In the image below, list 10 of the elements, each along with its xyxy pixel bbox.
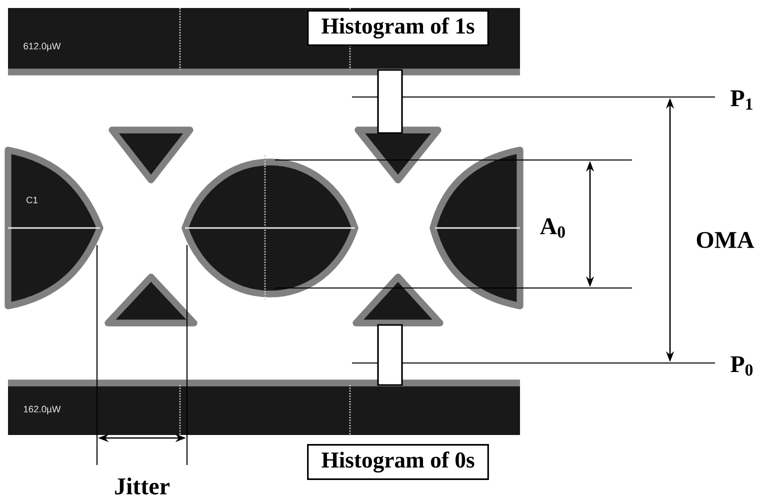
scope-text: 612.0µW bbox=[24, 42, 61, 52]
dimension-label: A$_{0}$ bbox=[540, 218, 565, 238]
scope-text: 162.0µW bbox=[24, 406, 61, 414]
label-box: Histogram of 1s bbox=[307, 10, 489, 46]
dimension-label: P$_{1}$ bbox=[730, 90, 752, 110]
dimension-label: OMA bbox=[696, 232, 754, 248]
scope-text: C1 bbox=[26, 196, 38, 204]
dimension-label: Jitter bbox=[115, 478, 170, 494]
dimension-label: P$_{0}$ bbox=[730, 356, 753, 376]
label-box: Histogram of 0s bbox=[307, 444, 489, 480]
